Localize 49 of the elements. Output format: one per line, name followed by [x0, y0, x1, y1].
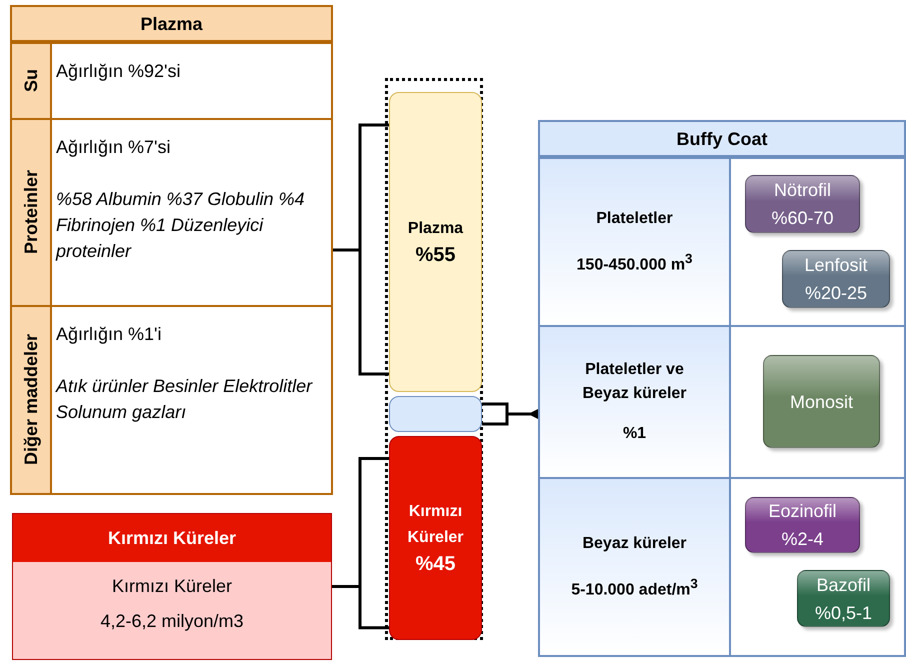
layer-label: Plazma: [408, 219, 464, 239]
row-label: 150-450.000 m$^{3}$: [576, 250, 694, 276]
body-text: Kırmızı Küreler: [110, 576, 234, 597]
body-text: Atık ürünler Besinler Elektrolitler Solunum gazları: [56, 375, 314, 424]
body-text: 4,2-6,2 milyon/m3: [99, 611, 245, 632]
table-panel: [10, 5, 333, 495]
table-row: [540, 157, 904, 325]
cell-type-badge: [782, 250, 890, 308]
table-header: Plazma: [12, 7, 331, 42]
badge-label: Monosit: [788, 390, 854, 414]
badge-label: Bazofil %0,5-1: [814, 574, 874, 624]
table-row: [12, 305, 331, 493]
table-row: [540, 477, 904, 655]
row-header: Proteinler: [20, 170, 42, 255]
row-label: Beyaz küreler: [581, 534, 688, 554]
table-row: [12, 42, 331, 118]
badge-label: Nötrofil %60-70: [770, 179, 835, 230]
bracket-connector: [332, 124, 390, 376]
cell-type-badge: [797, 570, 890, 627]
row-header: Diğer maddeler: [20, 334, 42, 466]
row-label: 5-10.000 adet/m$^{3}$: [570, 574, 699, 600]
tube-layer: [389, 92, 482, 392]
row-header: Su: [20, 69, 42, 92]
tube-layer: [389, 396, 482, 432]
table-header: Buffy Coat: [540, 122, 904, 157]
table-panel: [538, 120, 906, 657]
connector: [480, 402, 540, 426]
table-row: [540, 325, 904, 477]
cell-type-badge: [763, 355, 880, 448]
body-text: Ağırlığın %92'si: [56, 60, 182, 83]
table-panel: [12, 513, 332, 660]
badge-label: Lenfosit %20-25: [803, 254, 869, 305]
badge-label: Eozinofil %2-4: [767, 500, 838, 551]
tube-layer: [389, 436, 482, 640]
body-text: Ağırlığın %1'i: [56, 323, 162, 346]
cell-type-badge: [745, 497, 860, 553]
bracket-connector: [330, 456, 390, 630]
table-header: Kırmızı Küreler: [13, 514, 331, 562]
layer-label: %55: [415, 243, 456, 268]
layer-label: Kırmızı Küreler: [406, 502, 465, 548]
cell-type-badge: [745, 175, 860, 233]
row-label: %1: [622, 424, 648, 444]
layer-label: %45: [415, 552, 456, 577]
body-text: %58 Albumin %37 Globulin %4 Fibrinojen %1 Düzenleyici proteinler: [56, 188, 306, 263]
row-label: Plateletler: [595, 208, 674, 229]
table-row: [12, 118, 331, 305]
tube-outline: [385, 78, 483, 640]
body-text: Ağırlığın %7'si: [56, 136, 172, 159]
row-label: Plateletler ve Beyaz küreler: [581, 360, 688, 404]
